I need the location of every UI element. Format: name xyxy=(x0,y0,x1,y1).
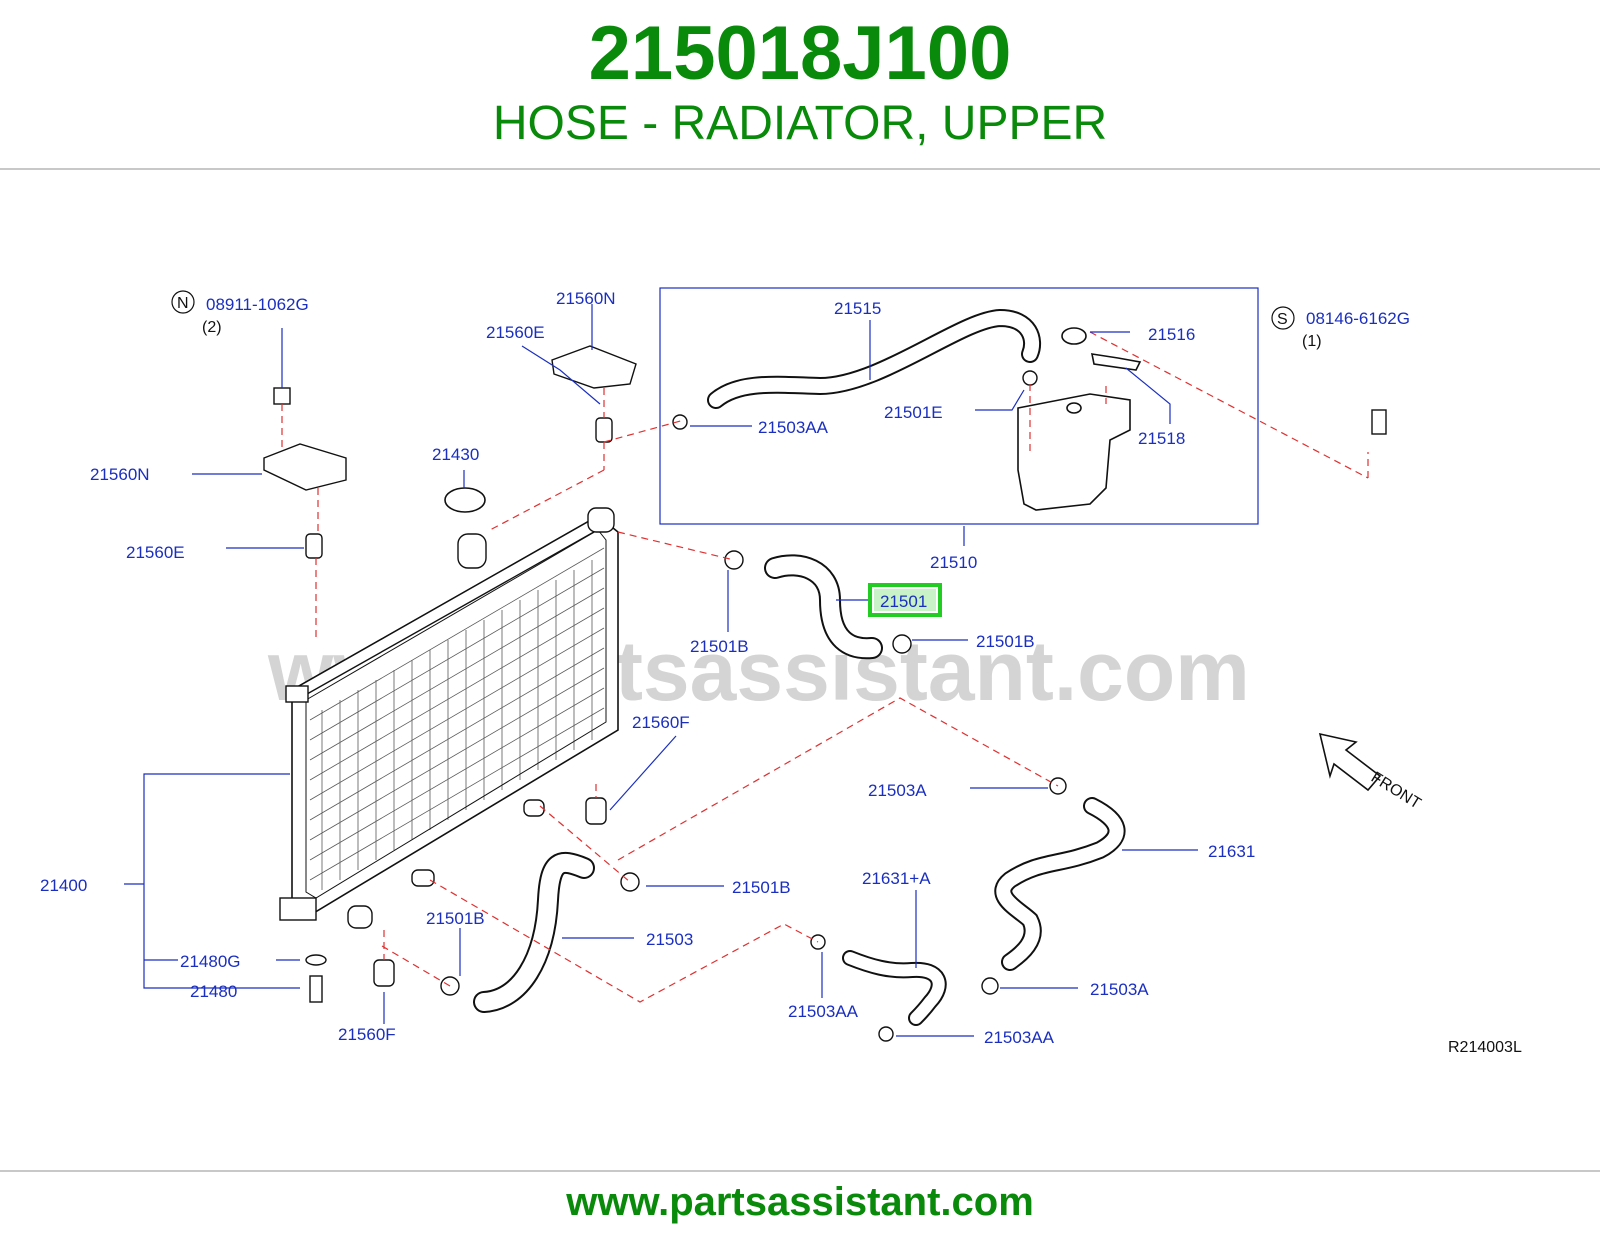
label-21631a[interactable]: 21631+A xyxy=(862,869,931,888)
selected-part-highlight xyxy=(868,583,942,617)
n-symbol-circle xyxy=(171,290,195,314)
footer-website-link[interactable]: www.partsassistant.com xyxy=(566,1180,1034,1224)
nut-08911-1062g[interactable] xyxy=(273,387,291,405)
clamp-21501e[interactable] xyxy=(1022,370,1038,386)
label-21501b-lower-right[interactable]: 21501B xyxy=(732,878,791,897)
selected-part-highlight-fill xyxy=(874,589,936,611)
label-21510[interactable]: 21510 xyxy=(930,553,977,572)
label-21400[interactable]: 21400 xyxy=(40,876,87,895)
label-21503aa-lower-2[interactable]: 21503AA xyxy=(984,1028,1055,1047)
radiator-cap-21430[interactable] xyxy=(444,487,486,513)
label-21560f-bottom[interactable]: 21560F xyxy=(338,1025,396,1044)
heater-hose-21631[interactable] xyxy=(994,797,1126,971)
reservoir-cap-21516[interactable] xyxy=(1061,327,1087,345)
clamp-21501b-upper-right[interactable] xyxy=(892,634,912,654)
label-21631[interactable]: 21631 xyxy=(1208,842,1255,861)
label-08911-1062g[interactable]: 08911-1062G xyxy=(206,295,309,314)
reservoir-bracket-21518[interactable] xyxy=(1090,353,1142,371)
label-21501e[interactable]: 21501E xyxy=(884,403,943,422)
diagram-reference-code: R214003L xyxy=(1448,1039,1522,1056)
part-description: HOSE - RADIATOR, UPPER xyxy=(492,97,1108,150)
radiator-illustration[interactable] xyxy=(279,507,619,929)
assembly-dashed-lines xyxy=(281,331,1369,1003)
bracket-21560n-left[interactable] xyxy=(263,443,347,491)
clamp-21503aa-tank[interactable] xyxy=(672,414,688,430)
n-symbol: N xyxy=(177,295,189,312)
label-n-qty: (2) xyxy=(202,319,222,336)
page-header: 215018J100 HOSE - RADIATOR, UPPER xyxy=(0,0,1600,168)
reservoir-tank-21510[interactable] xyxy=(1017,393,1131,511)
bracket-21560n-top[interactable] xyxy=(551,345,637,389)
reservoir-assembly-box xyxy=(659,287,1259,525)
label-21515[interactable]: 21515 xyxy=(834,299,881,318)
label-21501-selected[interactable]: 21501 xyxy=(880,592,927,611)
label-21503[interactable]: 21503 xyxy=(646,930,693,949)
label-21516[interactable]: 21516 xyxy=(1148,325,1195,344)
clamp-21501b-lower-right[interactable] xyxy=(620,872,640,892)
insulator-21560f-right[interactable] xyxy=(585,797,607,825)
insulator-21560e-top[interactable] xyxy=(595,417,613,443)
label-21503a-upper[interactable]: 21503A xyxy=(868,781,927,800)
front-label: FRONT xyxy=(1368,769,1424,813)
footer-divider xyxy=(0,1170,1600,1172)
lower-radiator-hose-21503[interactable] xyxy=(473,851,595,1013)
label-21560n-top[interactable]: 21560N xyxy=(556,289,616,308)
insulator-21560e-left[interactable] xyxy=(305,533,323,559)
washer-21480g[interactable] xyxy=(305,954,327,966)
label-21503aa-tank[interactable]: 21503AA xyxy=(758,418,829,437)
label-21560e-left[interactable]: 21560E xyxy=(126,543,185,562)
label-21503a-lower[interactable]: 21503A xyxy=(1090,980,1149,999)
label-21501b-upper-left[interactable]: 21501B xyxy=(690,637,749,656)
label-21518[interactable]: 21518 xyxy=(1138,429,1185,448)
label-21501b-lower-left[interactable]: 21501B xyxy=(426,909,485,928)
label-21560f-right[interactable]: 21560F xyxy=(632,713,690,732)
label-21501b-upper-right[interactable]: 21501B xyxy=(976,632,1035,651)
part-number-title: 215018J100 xyxy=(588,11,1012,96)
clamp-21503a-lower[interactable] xyxy=(981,977,999,995)
label-21430[interactable]: 21430 xyxy=(432,445,479,464)
label-08146-6162g[interactable]: 08146-6162G xyxy=(1306,309,1410,328)
callout-leader-lines xyxy=(124,304,1198,1037)
label-21480g[interactable]: 21480G xyxy=(180,952,241,971)
s-symbol-circle xyxy=(1271,306,1295,330)
s-symbol: S xyxy=(1277,311,1288,328)
label-21560n-left[interactable]: 21560N xyxy=(90,465,150,484)
bolt-21480[interactable] xyxy=(309,975,323,1003)
header-divider xyxy=(0,168,1600,170)
screw-08146-6162g[interactable] xyxy=(1371,409,1387,435)
insulator-21560f-bottom[interactable] xyxy=(373,959,395,987)
front-arrow-icon xyxy=(1318,732,1382,792)
label-21480[interactable]: 21480 xyxy=(190,982,237,1001)
clamp-21503aa-lower-2[interactable] xyxy=(878,1026,894,1042)
label-s-qty: (1) xyxy=(1302,333,1322,350)
clamp-21501b-upper-left[interactable] xyxy=(724,550,744,570)
label-21503aa-lower-1[interactable]: 21503AA xyxy=(788,1002,859,1021)
label-21560e-top[interactable]: 21560E xyxy=(486,323,545,342)
